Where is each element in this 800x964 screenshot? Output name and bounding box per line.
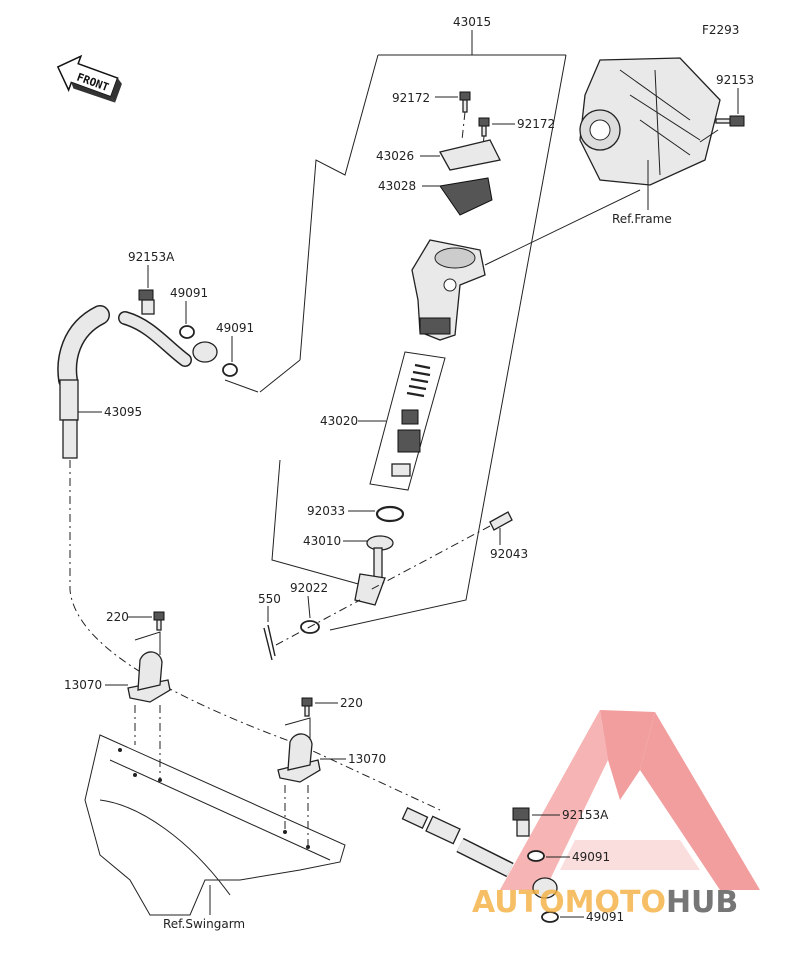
part-label-92033: 92033 (307, 504, 345, 518)
leader-frame-mc (484, 189, 641, 266)
watermark-text: AUTOMOTOHUB (472, 885, 738, 920)
brake-hose-43095 (57, 305, 218, 459)
banjo-bolt-92153A-top (138, 289, 155, 315)
part-label-43020: 43020 (320, 414, 358, 428)
part-label-220-a: 220 (106, 610, 129, 624)
part-label-550: 550 (258, 592, 281, 606)
part-label-92043: 92043 (490, 547, 528, 561)
pin-92043-axis (369, 525, 491, 591)
washer-49091-a (179, 325, 195, 339)
part-label-49091-b: 49091 (216, 321, 254, 335)
clamp-13070-b (277, 733, 321, 783)
master-cylinder-body (411, 239, 486, 341)
pin-92043 (489, 511, 513, 531)
leader-hose-bracket (224, 379, 259, 393)
part-label-43010: 43010 (303, 534, 341, 548)
watermark-logo (500, 710, 760, 890)
cotter-pin-550 (263, 624, 276, 661)
washer-49091-b (222, 363, 238, 377)
clamp-13070-a (127, 651, 171, 703)
part-label-49091-c: 49091 (572, 850, 610, 864)
part-label-92022: 92022 (290, 581, 328, 595)
bolt-220-a (153, 611, 165, 631)
part-label-13070-b: 13070 (348, 752, 386, 766)
piston-kit-43020 (391, 363, 431, 477)
piston-kit-bracket-43020 (369, 351, 446, 491)
bracket-43015-right (329, 54, 567, 631)
bracket-43015-left (299, 54, 379, 361)
ref-swingarm-label: Ref.Swingarm (163, 917, 245, 931)
washer-49091-c (527, 850, 545, 862)
bolt-220-b (301, 697, 313, 717)
circlip-92033 (375, 505, 405, 523)
bracket-220-b (284, 717, 311, 740)
guide-92172-a (461, 111, 466, 141)
part-label-92153A-bottom: 92153A (562, 808, 609, 822)
bracket-220-a (134, 631, 161, 655)
part-label-43026: 43026 (376, 149, 414, 163)
watermark-text-part1: AUTOMOTO (472, 885, 666, 920)
part-label-49091-d: 49091 (586, 910, 624, 924)
leader-92022 (307, 595, 311, 619)
screw-92172-a (459, 91, 471, 113)
part-label-13070-a: 13070 (64, 678, 102, 692)
bracket-43015-mid (259, 359, 301, 393)
pin-550-axis (275, 599, 361, 646)
part-label-92153: 92153 (716, 73, 754, 87)
part-label-92172-a: 92172 (392, 91, 430, 105)
hose-route (69, 460, 441, 811)
part-label-92153A-top: 92153A (128, 250, 175, 264)
diagram-code: F2293 (702, 23, 739, 37)
part-label-220-b: 220 (340, 696, 363, 710)
part-label-49091-a: 49091 (170, 286, 208, 300)
brake-hose-lower-end (401, 807, 558, 899)
reservoir-cap-43026 (439, 139, 501, 171)
part-label-92172-b: 92172 (517, 117, 555, 131)
bracket-43015-lower (271, 459, 381, 591)
leader-92153-b (699, 129, 719, 143)
ref-frame-label: Ref.Frame (612, 212, 672, 226)
push-rod-43010 (354, 535, 394, 606)
screw-92172-b (478, 117, 490, 137)
bolt-92153 (715, 115, 745, 127)
washer-49091-d (541, 911, 559, 923)
watermark-text-part2: HUB (666, 885, 738, 920)
diaphragm-43028 (439, 177, 493, 216)
swingarm (84, 734, 346, 916)
part-label-43095: 43095 (104, 405, 142, 419)
part-label-43028: 43028 (378, 179, 416, 193)
part-label-43015: 43015 (453, 15, 491, 29)
banjo-bolt-92153A-bottom (512, 807, 530, 837)
frame-mount (579, 57, 721, 186)
front-arrow-icon (56, 54, 122, 103)
